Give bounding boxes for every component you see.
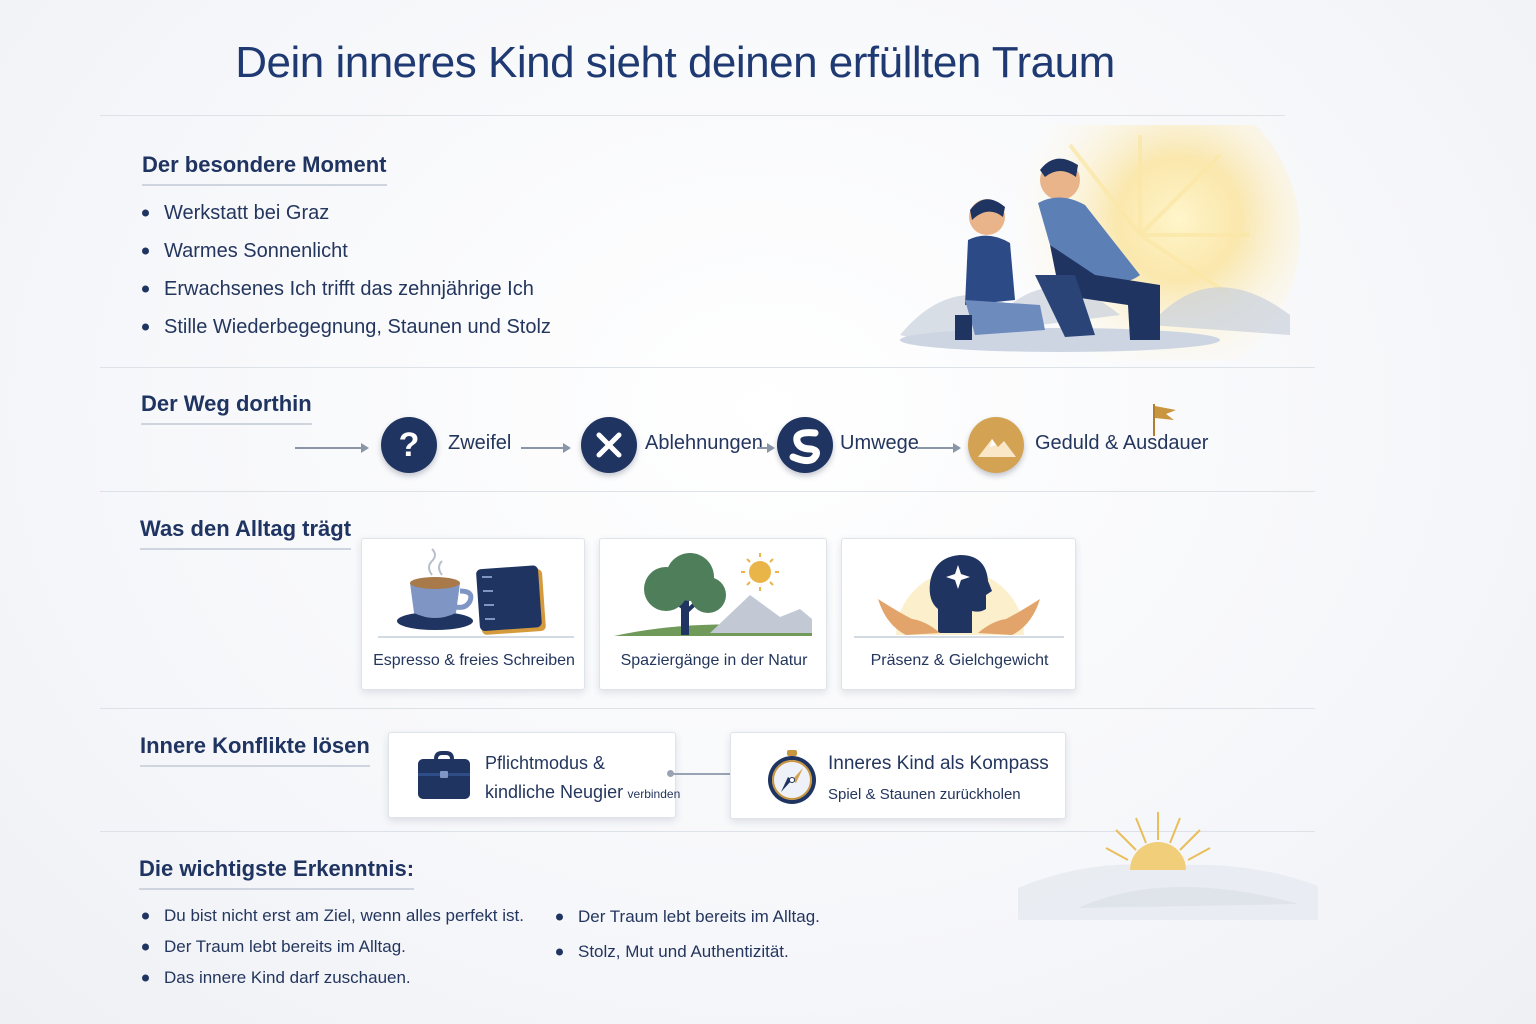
question-icon: ? (381, 417, 437, 473)
list-item: Der Traum lebt bereits im Alltag. (552, 899, 820, 934)
erkenntnis-list-col2: Der Traum lebt bereits im Alltag. Stolz,… (552, 899, 820, 969)
list-item: Stolz, Mut und Authentizität. (552, 934, 820, 969)
card-line1: Inneres Kind als Kompass (828, 753, 1049, 774)
step-label: Geduld & Ausdauer (1035, 432, 1209, 454)
list-item: Der Traum lebt bereits im Alltag. (138, 931, 524, 962)
card-label: Präsenz & Gielchgewicht (870, 652, 1049, 669)
divider (100, 367, 1315, 368)
divider (100, 115, 1285, 116)
card-label: Espresso & freies Schreiben (373, 652, 575, 669)
head-hands-icon (854, 555, 1064, 638)
list-item: Warmes Sonnenlicht (138, 232, 551, 270)
list-item: Du bist nicht erst am Ziel, wenn alles p… (138, 900, 524, 931)
card-pflichtmodus: Pflichtmodus & kindliche Neugier verbind… (388, 732, 680, 818)
tree-sun-icon (614, 553, 812, 636)
list-item: Werkstatt bei Graz (138, 194, 551, 232)
card-kompass: Inneres Kind als Kompass Spiel & Staunen… (730, 732, 1066, 819)
card-line2-main: kindliche Neugier (485, 782, 624, 802)
flag-icon (1153, 404, 1176, 436)
card-line2: kindliche Neugier verbinden (485, 782, 680, 803)
arrow-connector (295, 443, 369, 453)
compass-icon (768, 750, 816, 804)
card-natur: Spaziergänge in der Natur (599, 538, 827, 690)
section-heading-weg: Der Weg dorthin (141, 391, 312, 425)
arrow-connector (521, 443, 571, 453)
card-line2: Spiel & Staunen zurückholen (828, 786, 1021, 803)
briefcase-icon (418, 751, 470, 799)
mountain-flag-icon (968, 417, 1024, 473)
step-label: Umwege (840, 432, 919, 454)
winding-road-icon (777, 417, 833, 473)
section-heading-konflikte: Innere Konflikte lösen (140, 733, 370, 767)
section-heading-moment: Der besondere Moment (142, 152, 387, 186)
erkenntnis-list-col1: Du bist nicht erst am Ziel, wenn alles p… (138, 900, 524, 993)
list-item: Erwachsenes Ich trifft das zehnjährige I… (138, 270, 551, 308)
card-label: Spaziergänge in der Natur (620, 652, 808, 669)
svg-text:?: ? (399, 426, 420, 464)
divider (100, 708, 1315, 709)
section-heading-erkenntnis: Die wichtigste Erkenntnis: (139, 856, 415, 890)
list-item: Stille Wiederbegegnung, Staunen und Stol… (138, 308, 551, 346)
step-label: Ablehnungen (645, 432, 763, 454)
card-line1: Pflichtmodus & (485, 753, 606, 773)
arrow-connector (757, 443, 775, 453)
coffee-notebook-icon (378, 548, 574, 638)
card-espresso: Espresso & freies Schreiben (361, 538, 585, 690)
divider (100, 491, 1315, 492)
arrow-connector (917, 443, 961, 453)
hero-illustration (900, 125, 1300, 360)
step-label: Zweifel (448, 432, 512, 454)
sunrise-icon (1018, 812, 1318, 920)
moment-list: Werkstatt bei Graz Warmes Sonnenlicht Er… (138, 194, 551, 346)
divider (100, 831, 1315, 832)
section-heading-alltag: Was den Alltag trägt (140, 516, 352, 550)
card-praesenz: Präsenz & Gielchgewicht (841, 538, 1076, 690)
arrow-start-dot (667, 770, 674, 777)
x-icon (581, 417, 637, 473)
list-item: Das innere Kind darf zuschauen. (138, 962, 524, 993)
card-line2-small: verbinden (627, 787, 681, 801)
page-title: Dein inneres Kind sieht deinen erfüllten… (235, 38, 1115, 87)
